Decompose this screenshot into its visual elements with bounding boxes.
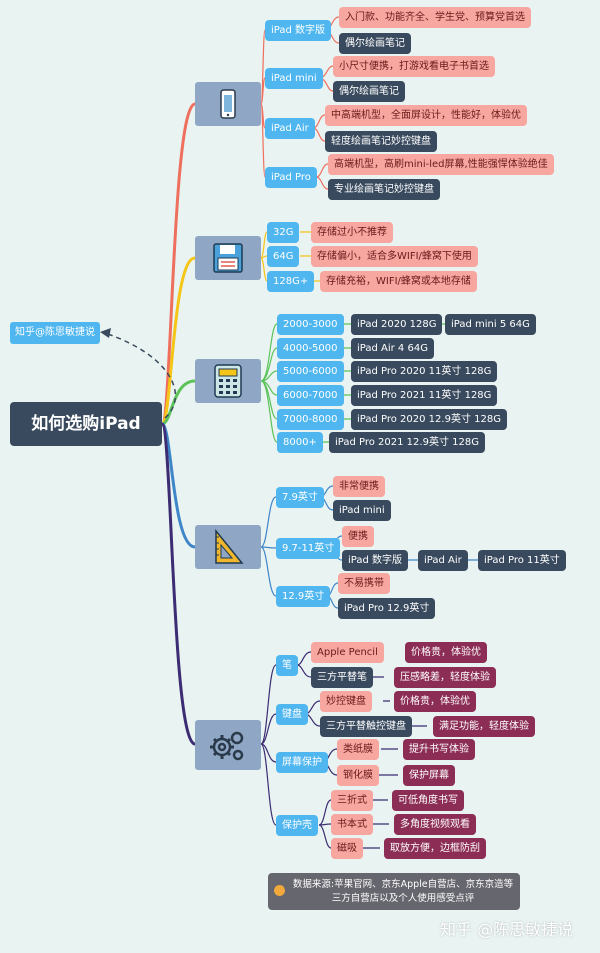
accessory-note: 可低角度书写 (392, 790, 464, 811)
accessory-item: 书本式 (331, 814, 373, 835)
storage-note: 存储过小不推荐 (311, 222, 393, 243)
model-pro-desc: 高端机型，高刷mini-led屏幕,性能强悍体验绝佳 (328, 154, 554, 175)
gears-icon (195, 720, 261, 770)
accessory-category: 屏幕保护 (276, 752, 328, 773)
size-option: 9.7-11英寸 (276, 538, 341, 559)
model-mini-desc: 小尺寸便携，打游戏看电子书首选 (333, 56, 495, 77)
accessory-item: 三折式 (331, 790, 373, 811)
size-model: iPad 数字版 (342, 550, 409, 571)
accessory-category: 笔 (276, 655, 298, 676)
accessory-item: Apple Pencil (311, 642, 384, 663)
calculator-icon (195, 359, 261, 403)
accessory-note: 保护屏幕 (403, 765, 455, 786)
budget-model: iPad Air 4 64G (351, 338, 434, 359)
budget-range: 6000-7000 (277, 385, 344, 406)
model-air-use: 轻度绘画笔记妙控键盘 (325, 131, 437, 152)
accessory-item: 三方平替笔 (311, 667, 373, 688)
model-air: iPad Air (265, 118, 315, 139)
model-air-desc: 中高端机型，全面屏设计，性能好，体验优 (325, 105, 527, 126)
storage-note: 存储充裕，WIFI/蜂窝或本地存储 (320, 271, 477, 292)
budget-model: iPad Pro 2021 12.9英寸 128G (329, 432, 485, 453)
storage-size: 128G+ (267, 271, 315, 292)
storage-size: 32G (267, 222, 300, 243)
size-note: 便携 (342, 526, 374, 547)
budget-model: iPad Pro 2020 11英寸 128G (351, 361, 498, 382)
accessory-note: 取放方便，边框防刮 (384, 838, 486, 859)
model-pro: iPad Pro (265, 167, 317, 188)
size-note: 不易携带 (338, 573, 390, 594)
accessory-category: 键盘 (276, 704, 308, 725)
watermark: 知乎 @陈思敏捷说 (440, 920, 574, 939)
source-line-1: 数据来源:苹果官网、京东Apple自营店、京东京造等 (292, 879, 514, 890)
accessory-item: 类纸膜 (337, 739, 379, 760)
accessory-note: 价格贵，体验优 (394, 691, 476, 712)
accessory-item: 钢化膜 (337, 765, 379, 786)
storage-size: 64G (267, 246, 300, 267)
accessory-note: 压感略差，轻度体验 (394, 667, 496, 688)
accessory-note: 价格贵，体验优 (405, 642, 487, 663)
info-icon (274, 885, 285, 896)
tablet-icon (195, 82, 261, 126)
storage-note: 存储偏小，适合多WIFI/蜂窝下使用 (311, 246, 478, 267)
model-ipad-desc: 入门款、功能齐全、学生党、预算党首选 (339, 7, 531, 28)
ruler-triangle-icon (195, 525, 261, 569)
model-pro-use: 专业绘画笔记妙控键盘 (328, 179, 440, 200)
budget-range: 7000-8000 (277, 409, 344, 430)
size-model: iPad Air (418, 550, 468, 571)
accessory-note: 提升书写体验 (403, 739, 475, 760)
model-mini-use: 偶尔绘画笔记 (333, 81, 405, 102)
accessory-item: 妙控键盘 (320, 691, 372, 712)
size-note: 非常便携 (333, 476, 385, 497)
budget-model: iPad Pro 2020 12.9英寸 128G (351, 409, 507, 430)
budget-range: 8000+ (277, 432, 323, 453)
size-model: iPad mini (333, 500, 391, 521)
model-ipad: iPad 数字版 (265, 20, 332, 41)
accessory-category: 保护壳 (276, 815, 318, 836)
root-topic: 如何选购iPad (10, 402, 162, 446)
budget-model: iPad mini 5 64G (445, 314, 536, 335)
accessory-item: 三方平替触控键盘 (320, 716, 412, 737)
accessory-note: 满足功能，轻度体验 (433, 716, 535, 737)
budget-range: 4000-5000 (277, 338, 344, 359)
accessory-note: 多角度视频观看 (394, 814, 476, 835)
size-option: 12.9英寸 (276, 586, 331, 607)
source-line-2: 三方自营店以及个人使用感受点评 (331, 893, 475, 904)
size-option: 7.9英寸 (276, 487, 324, 508)
budget-range: 5000-6000 (277, 361, 344, 382)
model-ipad-use: 偶尔绘画笔记 (339, 33, 411, 54)
model-mini: iPad mini (265, 68, 323, 89)
budget-range: 2000-3000 (277, 314, 344, 335)
budget-model: iPad 2020 128G (351, 314, 443, 335)
size-model: iPad Pro 12.9英寸 (338, 598, 436, 619)
size-model: iPad Pro 11英寸 (478, 550, 566, 571)
budget-model: iPad Pro 2021 11英寸 128G (351, 385, 498, 406)
floppy-disk-icon (195, 236, 261, 280)
accessory-item: 磁吸 (331, 838, 363, 859)
author-credit-badge: 知乎@陈思敏捷说 (10, 322, 100, 344)
source-note: 数据来源:苹果官网、京东Apple自营店、京东京造等 三方自营店以及个人使用感受… (268, 873, 520, 910)
